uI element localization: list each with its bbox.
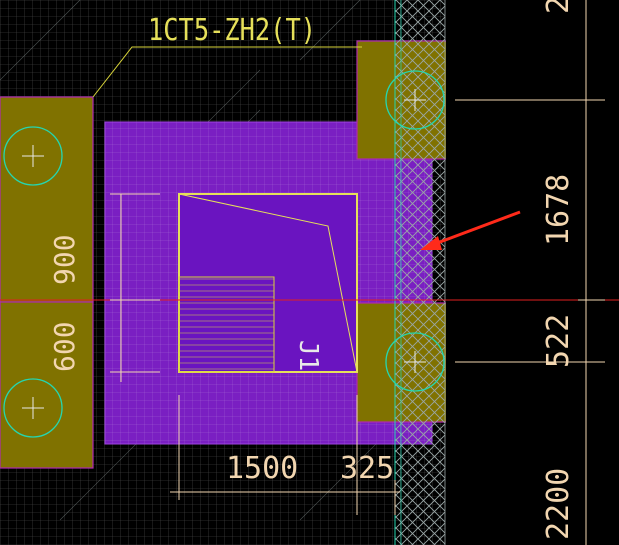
- beam-tag[interactable]: 1CT5-ZH2(T): [148, 13, 316, 48]
- pit-tag[interactable]: J1: [293, 340, 323, 371]
- beam-tag-leader: [92, 46, 362, 98]
- pit-stair: [178, 276, 275, 373]
- left-dimension: [110, 193, 160, 382]
- pile-circles: [3, 70, 445, 438]
- right-dimension: [455, 0, 605, 545]
- dimension-right-bottom: 2200: [541, 468, 576, 540]
- pile[interactable]: [385, 70, 445, 130]
- dimension-left-upper: 900: [48, 234, 81, 285]
- bottom-dimension: [170, 395, 400, 515]
- pit-sloped-edge: [178, 193, 358, 373]
- wall-hatch-strip: [395, 0, 445, 545]
- pile[interactable]: [385, 332, 445, 392]
- pile[interactable]: [3, 126, 63, 186]
- dimension-right-top: 2: [541, 0, 576, 14]
- dimension-right-mid: 1678: [541, 174, 576, 246]
- right-margin: [446, 0, 619, 545]
- annotation-arrow: [420, 210, 521, 250]
- dimension-bottom-right: 325: [340, 451, 394, 486]
- dimension-bottom-left: 1500: [226, 451, 298, 486]
- dimension-right-low: 522: [541, 314, 576, 368]
- pile[interactable]: [3, 378, 63, 438]
- dimension-left-lower: 600: [48, 321, 81, 372]
